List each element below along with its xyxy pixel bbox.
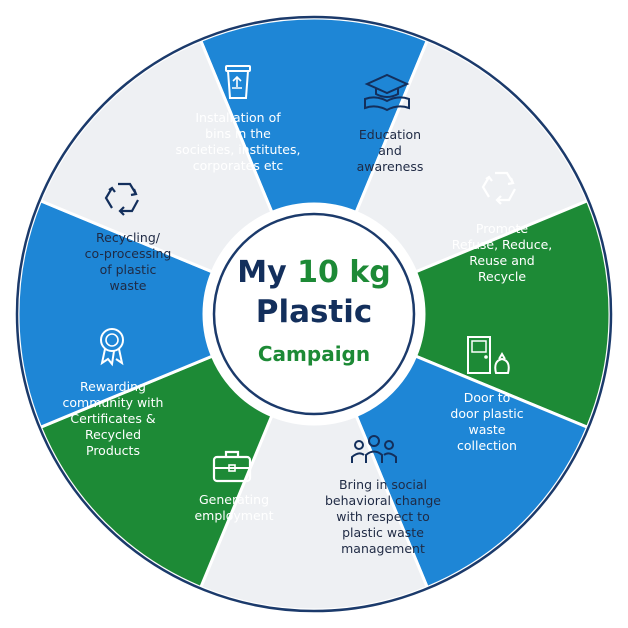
award-ribbon-icon [100,328,124,367]
people-group-icon [351,435,397,463]
recycle-bin-icon [225,65,251,99]
campaign-title: My 10 kg Plastic Campaign [215,215,413,413]
center-disc [212,212,416,416]
recycle-arrows-icon [104,182,139,216]
door-garbage-bag-icon [467,336,510,374]
outer-ring [15,15,613,613]
title-line-2: Plastic [255,294,373,330]
graduation-cap-book-icon [364,73,410,112]
briefcase-icon [212,450,252,483]
title-line-1: My 10 kg [237,255,391,290]
recycle-arrows-icon [481,171,516,205]
title-line-3: Campaign [257,342,371,366]
